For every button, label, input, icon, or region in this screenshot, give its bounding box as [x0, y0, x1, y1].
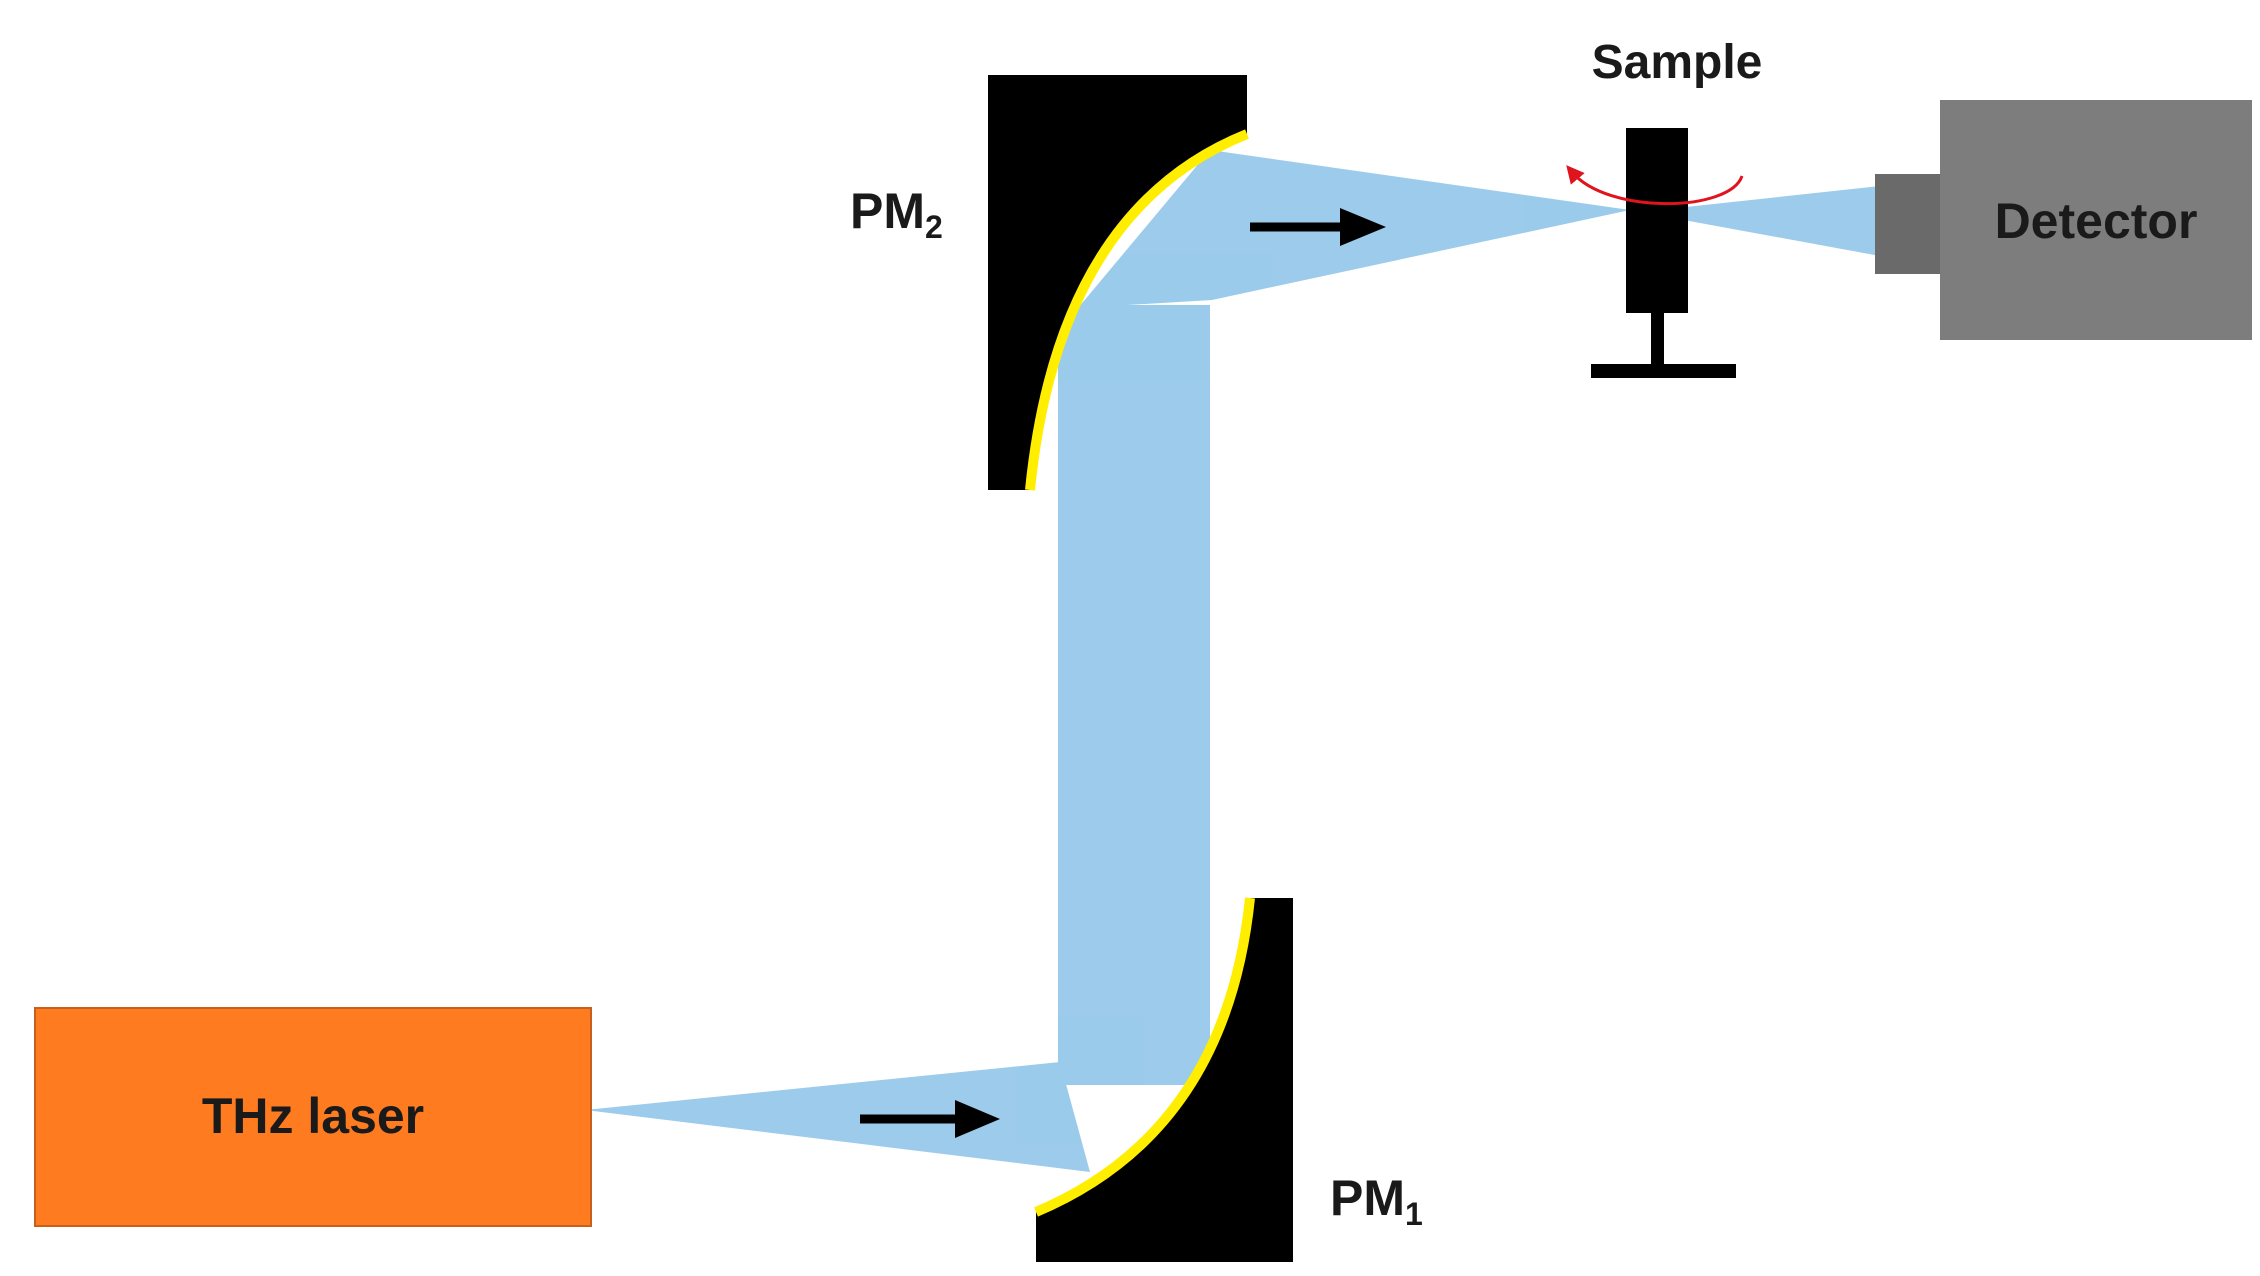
direction-arrow-upper — [1250, 208, 1386, 246]
pm1-label-main: PM — [1330, 1170, 1405, 1226]
pm1-label-sub: 1 — [1405, 1196, 1423, 1232]
rotation-arrow-icon — [1566, 165, 1744, 206]
beam-pm1-to-pm2 — [1058, 305, 1210, 1085]
sample-label: Sample — [1592, 36, 1763, 89]
pm2-label-sub: 2 — [925, 209, 943, 245]
detector-label: Detector — [1995, 193, 2198, 249]
sample-stand-post — [1651, 313, 1664, 367]
sample-holder — [1591, 128, 1736, 378]
pm1-label: PM1 — [1330, 1170, 1423, 1232]
pm2-body — [988, 75, 1247, 490]
sample-stand-base — [1591, 364, 1736, 378]
pm2-label-main: PM — [850, 183, 925, 239]
beam-laser-to-pm1 — [585, 1062, 1090, 1172]
parabolic-mirror-2 — [988, 75, 1249, 491]
detector-window — [1875, 174, 1940, 274]
sample-plate — [1626, 128, 1688, 313]
thz-laser-label: THz laser — [202, 1088, 424, 1144]
beam-sample-to-detector — [1640, 186, 1880, 256]
direction-arrow-lower — [860, 1100, 1000, 1138]
pm1-body — [1036, 898, 1293, 1262]
detector-box — [1940, 100, 2252, 340]
pm2-coating — [1025, 129, 1249, 491]
pm1-coating — [1034, 897, 1255, 1217]
thz-laser-box — [34, 1007, 592, 1227]
parabolic-mirror-1 — [1034, 897, 1293, 1262]
pm2-label: PM2 — [850, 183, 943, 245]
